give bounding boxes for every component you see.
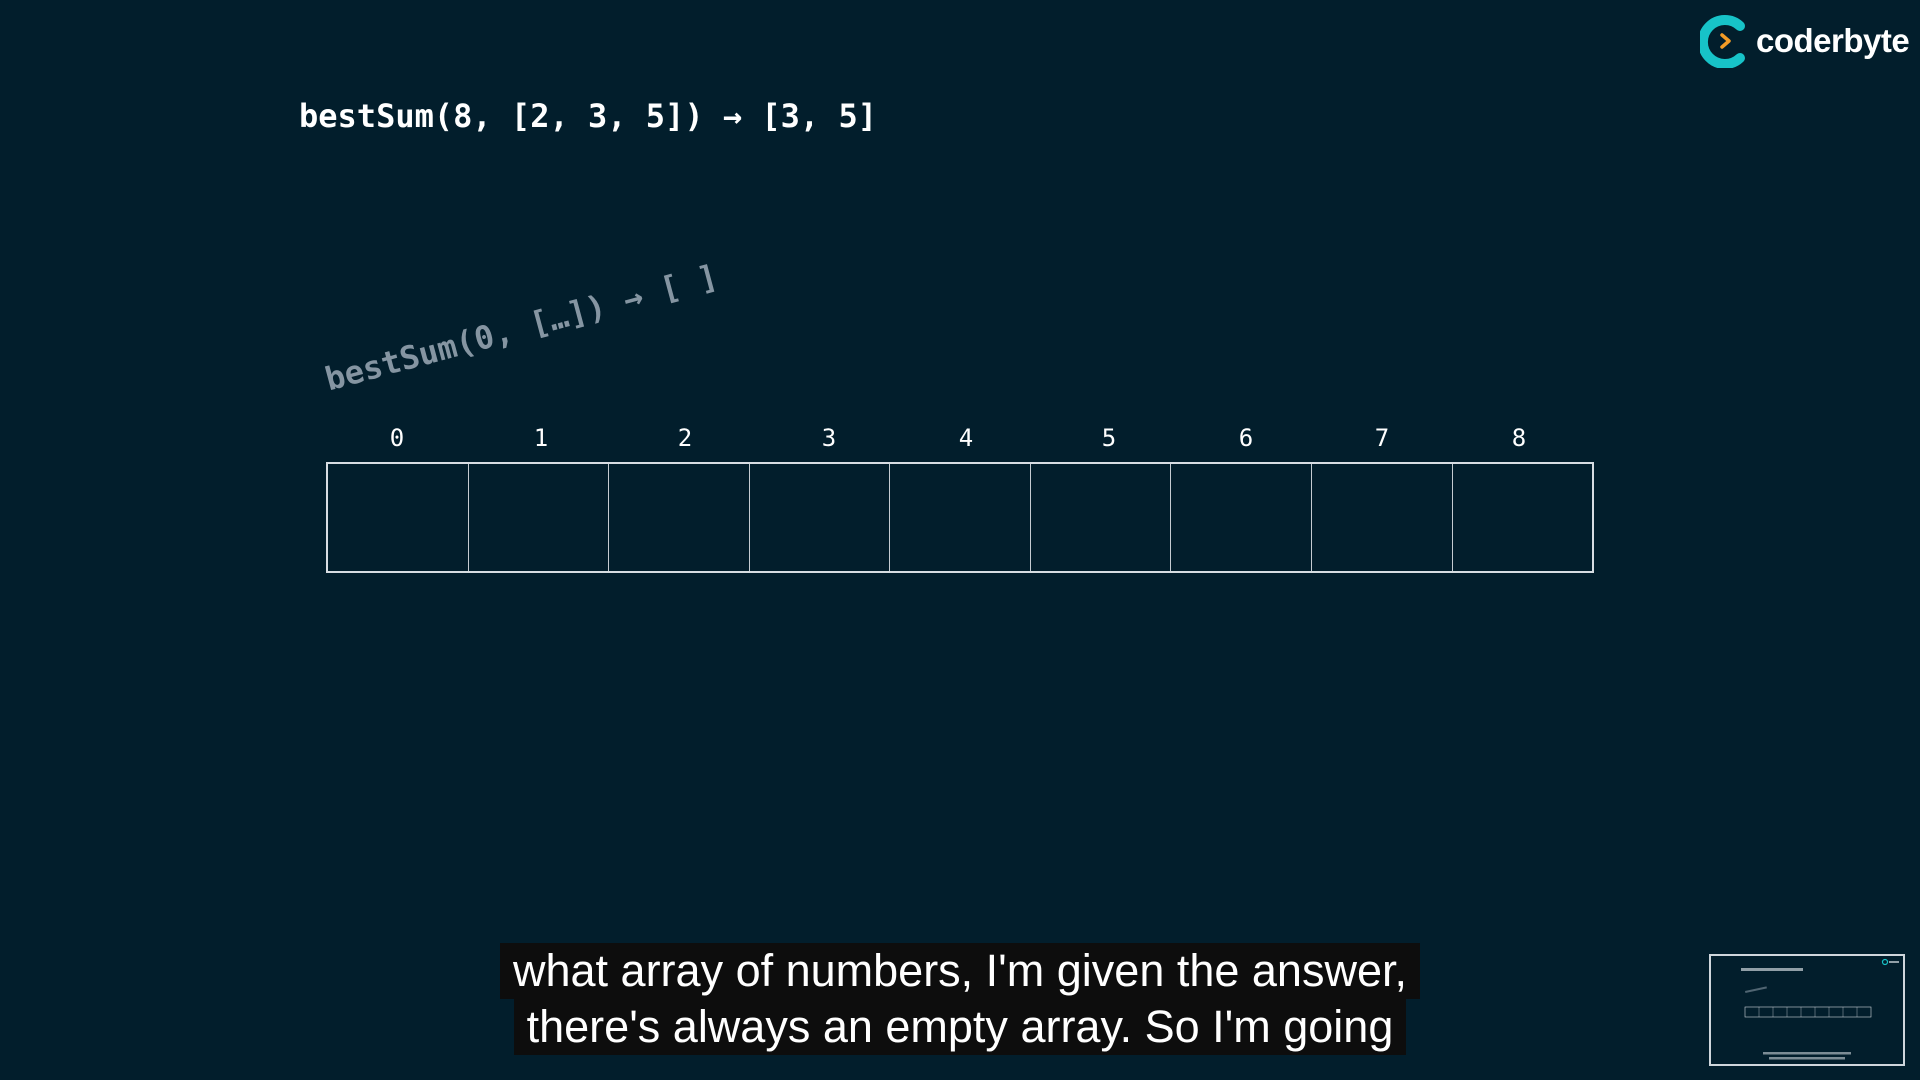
coderbyte-logo: coderbyte: [1700, 14, 1910, 68]
index-label: 2: [677, 424, 693, 452]
table-cell: [750, 464, 891, 571]
table-cell: [1171, 464, 1312, 571]
logo-text: coderbyte: [1756, 22, 1910, 59]
table-cell: [890, 464, 1031, 571]
table-cell: [469, 464, 610, 571]
index-labels: 0 1 2 3 4 5 6 7 8: [0, 420, 1920, 460]
table-cell: [609, 464, 750, 571]
table-cell: [1031, 464, 1172, 571]
index-label: 0: [389, 424, 405, 452]
coderbyte-logo-icon: [1700, 15, 1745, 68]
main-formula: bestSum(8, [2, 3, 5]) → [3, 5]: [299, 97, 877, 135]
index-label: 6: [1238, 424, 1254, 452]
index-label: 7: [1374, 424, 1390, 452]
subtitles: what array of numbers, I'm given the ans…: [0, 943, 1920, 1055]
video-thumbnail-preview[interactable]: [1709, 954, 1905, 1066]
index-label: 3: [821, 424, 837, 452]
dp-table: [326, 462, 1594, 573]
index-label: 8: [1511, 424, 1527, 452]
subtitle-line: what array of numbers, I'm given the ans…: [499, 943, 1420, 999]
index-label: 5: [1101, 424, 1117, 452]
index-label: 4: [958, 424, 974, 452]
ghost-formula: bestSum(0, […]) → [ ]: [321, 256, 722, 399]
thumbnail-image: [1711, 956, 1903, 1064]
subtitle-line: there's always an empty array. So I'm go…: [513, 999, 1407, 1055]
table-cell: [328, 464, 469, 571]
table-cell: [1453, 464, 1593, 571]
table-cell: [1312, 464, 1453, 571]
index-label: 1: [533, 424, 549, 452]
